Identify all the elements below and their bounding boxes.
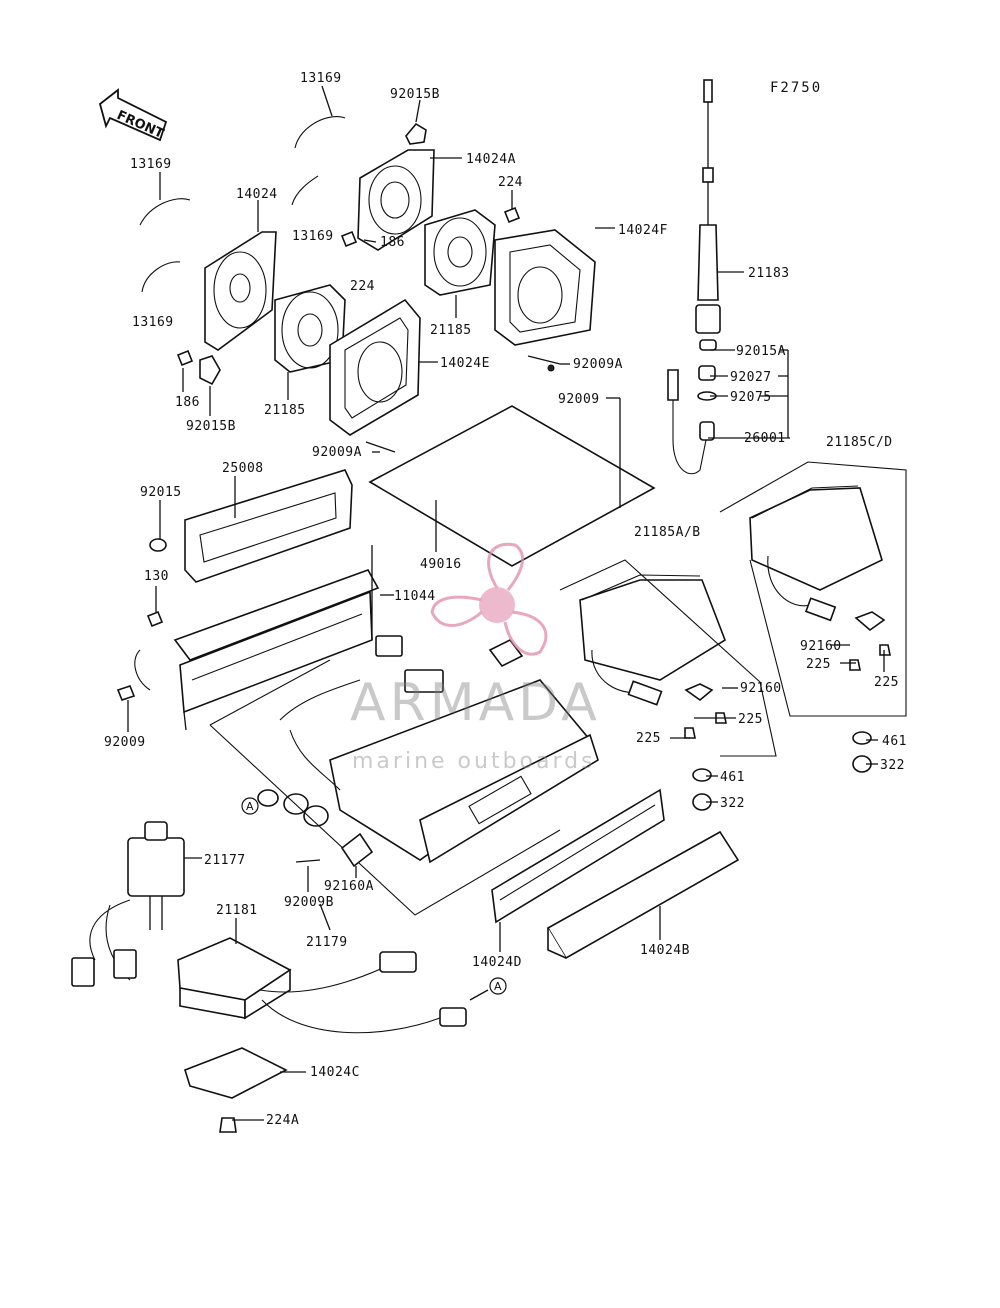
label-49016: 49016 [420, 557, 462, 572]
label-14024E: 14024E [440, 356, 490, 371]
label-21183: 21183 [748, 266, 790, 281]
speaker-box-21185AB [559, 559, 777, 811]
right-speaker-assembly [291, 116, 596, 372]
mounting-bracket-assembly [116, 469, 380, 731]
label-92015B: 92015B [186, 419, 236, 434]
label-461: 461 [720, 770, 745, 785]
label-92015B: 92015B [390, 87, 440, 102]
label-461: 461 [882, 734, 907, 749]
watermark-tagline: marine outboards [352, 749, 596, 774]
antenna-assembly [667, 79, 721, 475]
callout-a-right: A [489, 977, 507, 995]
label-21185AB: 21185A/B [634, 525, 701, 540]
label-13169: 13169 [300, 71, 342, 86]
label-92160: 92160 [740, 681, 782, 696]
speaker-box-21185CD [719, 461, 907, 773]
label-186: 186 [380, 235, 405, 250]
label-322: 322 [720, 796, 745, 811]
label-322: 322 [880, 758, 905, 773]
switch-21177 [71, 821, 185, 987]
svg-text:A: A [246, 800, 254, 813]
label-225: 225 [874, 675, 899, 690]
label-92160: 92160 [800, 639, 842, 654]
label-92009A: 92009A [573, 357, 623, 372]
label-21185: 21185 [430, 323, 472, 338]
watermark: ARMADA marine outboards [350, 542, 601, 774]
label-92160A: 92160A [324, 879, 374, 894]
leader-lines [127, 85, 885, 1121]
label-225: 225 [636, 731, 661, 746]
label-14024D: 14024D [472, 955, 522, 970]
label-224A: 224A [266, 1113, 299, 1128]
left-speaker-assembly [139, 198, 421, 453]
svg-text:A: A [494, 980, 502, 993]
trim-panels [491, 788, 740, 960]
callout-a-left: A [241, 797, 259, 815]
label-130: 130 [144, 569, 169, 584]
amplifier-21181 [177, 937, 467, 1133]
label-14024: 14024 [236, 187, 278, 202]
label-26001: 26001 [744, 431, 786, 446]
label-92075: 92075 [730, 390, 772, 405]
label-21181: 21181 [216, 903, 258, 918]
label-13169: 13169 [130, 157, 172, 172]
label-13169: 13169 [132, 315, 174, 330]
label-92015: 92015 [140, 485, 182, 500]
label-186: 186 [175, 395, 200, 410]
label-21185: 21185 [264, 403, 306, 418]
label-25008: 25008 [222, 461, 264, 476]
label-224: 224 [498, 175, 523, 190]
part-number-labels: 13169 92015B 14024A 13169 14024 224 1316… [104, 71, 907, 1128]
label-14024B: 14024B [640, 943, 690, 958]
label-92009A: 92009A [312, 445, 362, 460]
label-225: 225 [806, 657, 831, 672]
figure-code: F2750 [770, 80, 822, 96]
watermark-brand: ARMADA [350, 673, 601, 733]
label-225: 225 [738, 712, 763, 727]
label-13169: 13169 [292, 229, 334, 244]
label-14024C: 14024C [310, 1065, 360, 1080]
label-224: 224 [350, 279, 375, 294]
label-92009: 92009 [558, 392, 600, 407]
front-arrow-icon: FRONT [98, 88, 168, 142]
label-92015A: 92015A [736, 344, 786, 359]
label-14024F: 14024F [618, 223, 668, 238]
insulation-sheet-49016 [368, 405, 656, 567]
radio-unit-21179 [209, 635, 599, 916]
label-92009: 92009 [104, 735, 146, 750]
label-14024A: 14024A [466, 152, 516, 167]
label-11044: 11044 [394, 589, 436, 604]
label-21185CD: 21185C/D [826, 435, 893, 450]
label-92027: 92027 [730, 370, 772, 385]
label-21177: 21177 [204, 853, 246, 868]
clip-13169-top [294, 116, 346, 149]
label-92009B: 92009B [284, 895, 334, 910]
label-21179: 21179 [306, 935, 348, 950]
propeller-logo-icon [430, 542, 548, 656]
